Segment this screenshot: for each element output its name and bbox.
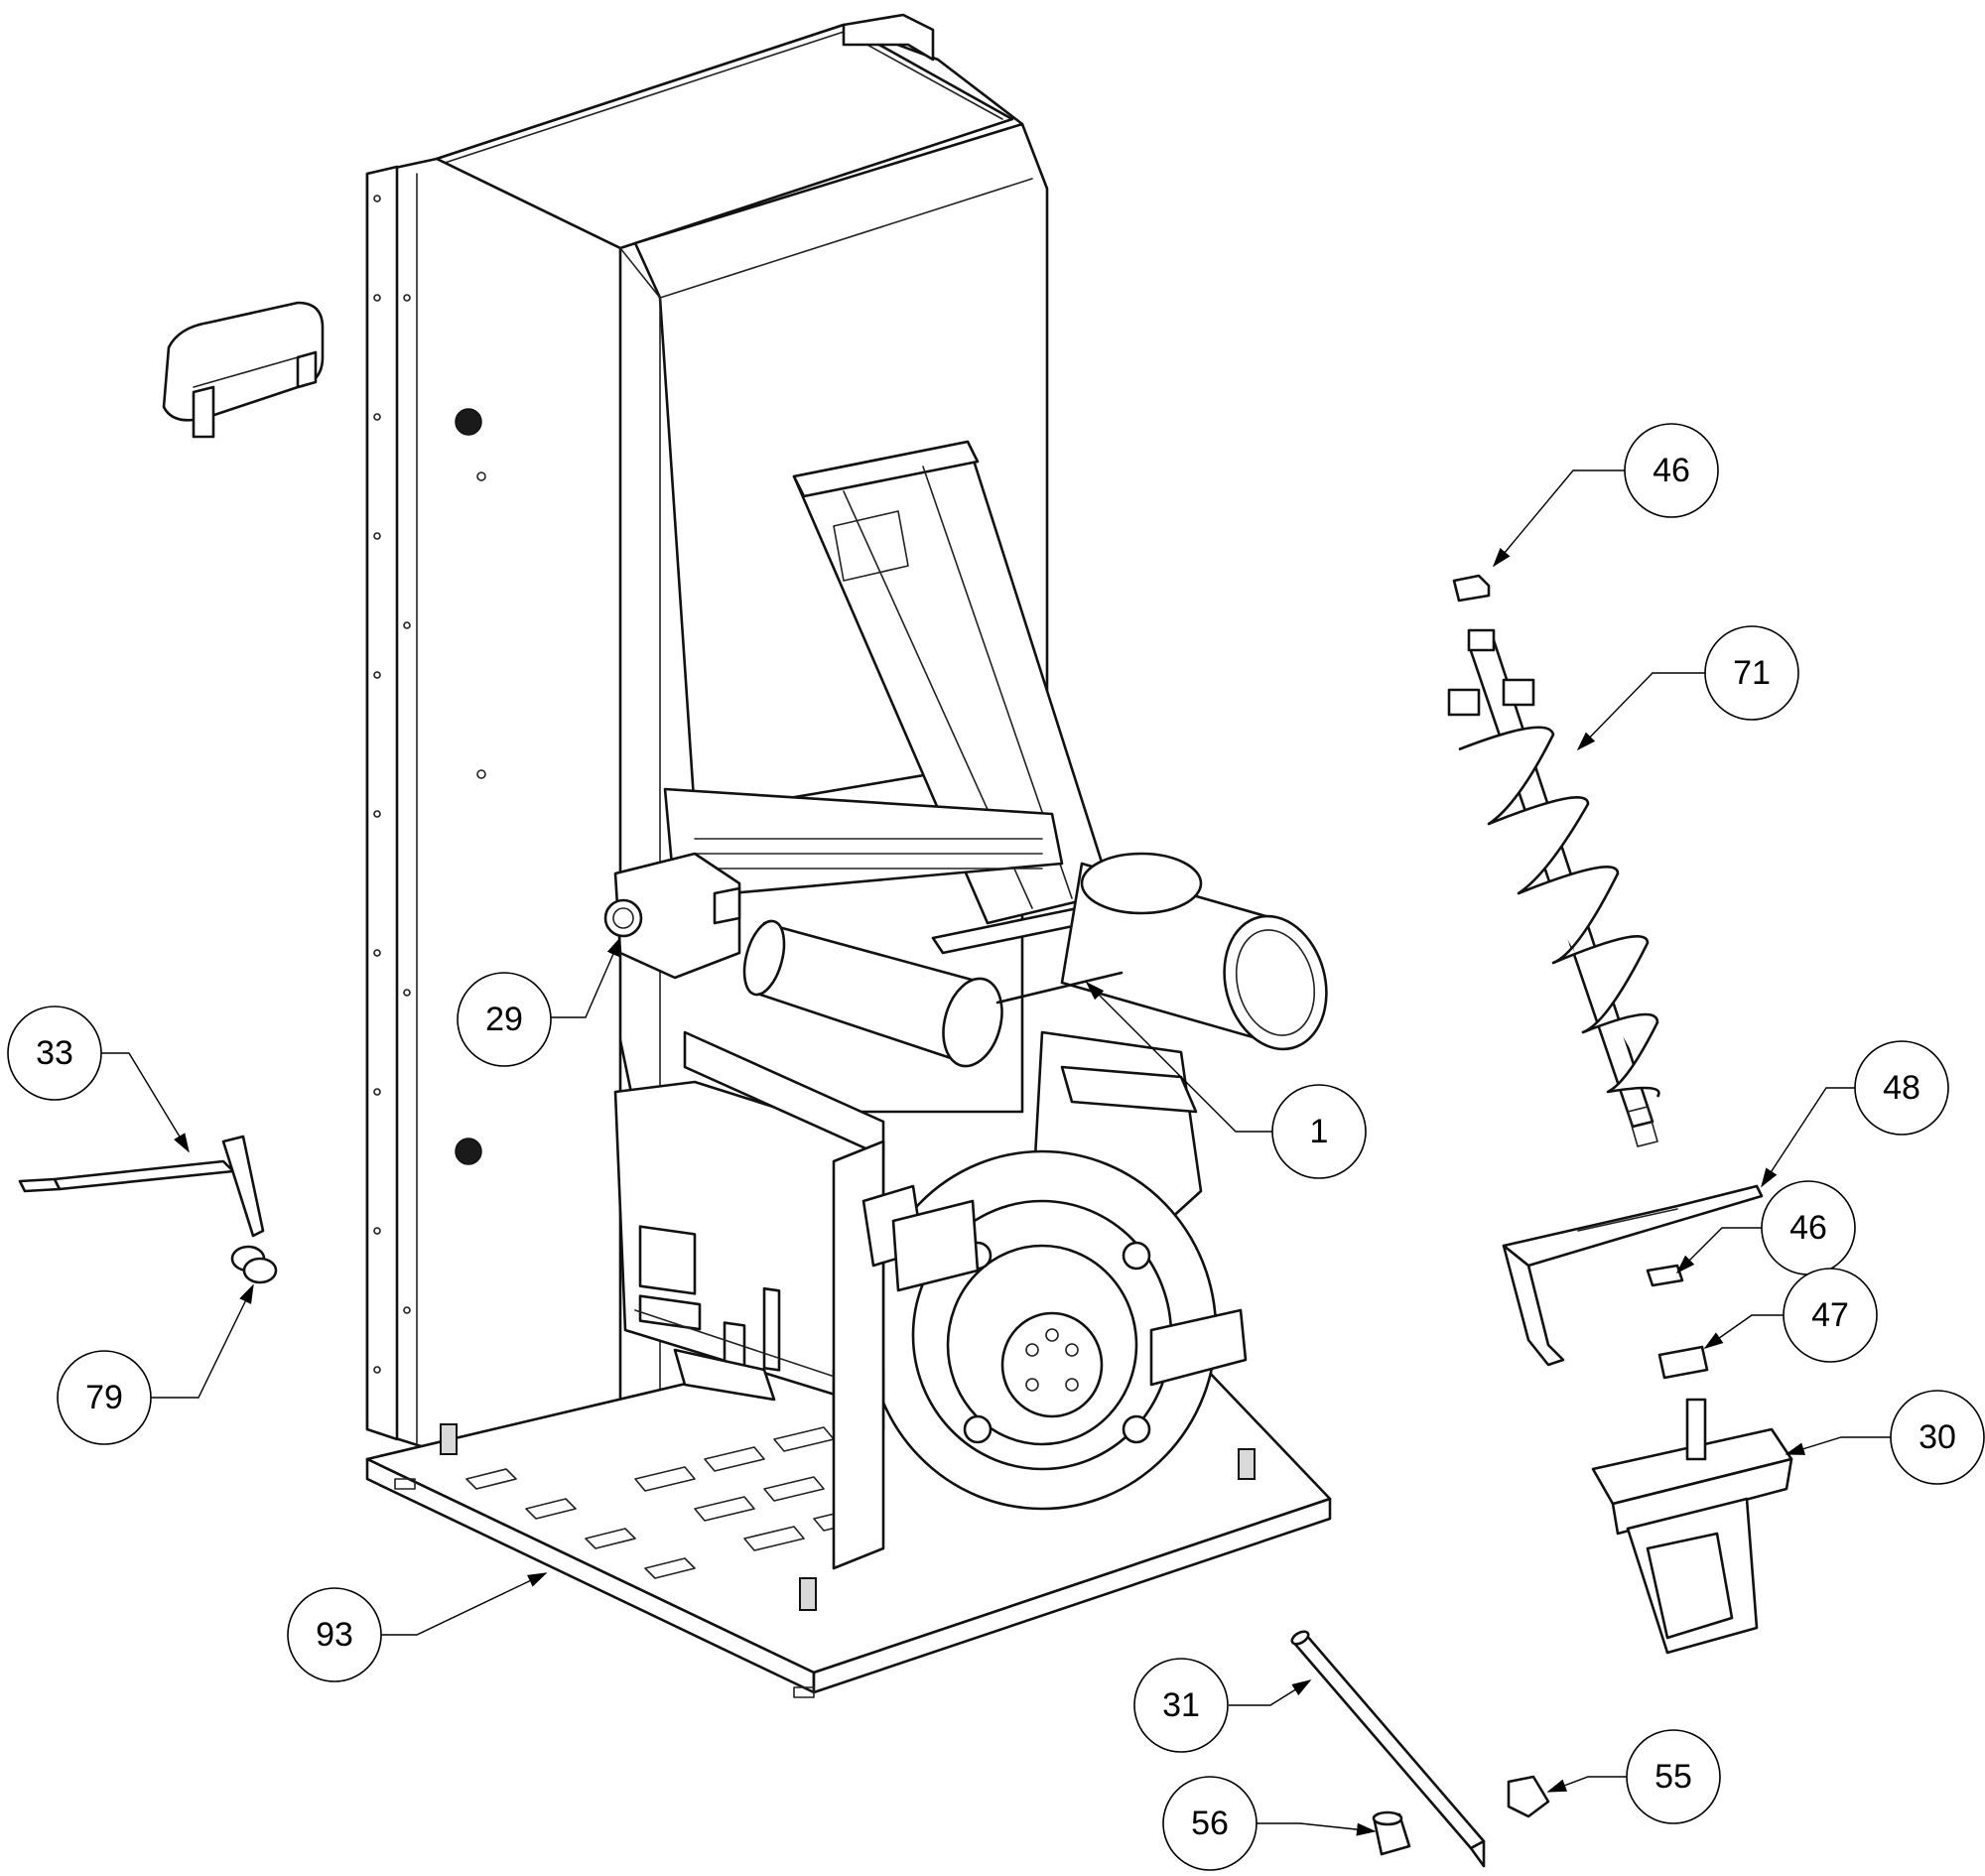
rubber-grommet-upper xyxy=(455,408,482,436)
part-47-bushing xyxy=(1657,1345,1709,1380)
callout-label: 55 xyxy=(1654,1758,1692,1796)
callout-label: 30 xyxy=(1919,1418,1956,1456)
callout-label: 71 xyxy=(1733,654,1771,692)
callout-48: 48 xyxy=(1854,1040,1949,1136)
callout-label: 33 xyxy=(36,1034,73,1072)
burner-pot xyxy=(663,787,1064,900)
base-vent-slots xyxy=(465,1426,874,1579)
control-board xyxy=(613,1030,980,1570)
callout-47: 47 xyxy=(1783,1268,1878,1363)
cover-plate-loose xyxy=(162,301,325,439)
callout-1: 1 xyxy=(1271,1084,1367,1179)
callout-label: 31 xyxy=(1162,1686,1200,1724)
callout-label: 47 xyxy=(1811,1296,1849,1334)
adjustable-feet xyxy=(394,1423,1256,1698)
callout-label: 46 xyxy=(1789,1209,1827,1247)
part-48-bearing-plate xyxy=(1502,1184,1764,1367)
callout-label: 56 xyxy=(1191,1805,1229,1842)
leader-lines xyxy=(101,469,1891,1836)
callout-46-top: 46 xyxy=(1624,423,1719,518)
part-31-rod xyxy=(1290,1630,1486,1868)
callout-label: 1 xyxy=(1310,1113,1329,1150)
exhaust-duct-left xyxy=(742,919,1003,1068)
callout-56: 56 xyxy=(1162,1776,1257,1871)
callout-label: 29 xyxy=(485,1001,523,1038)
part-56-bushing xyxy=(1372,1810,1411,1856)
callout-33: 33 xyxy=(7,1005,102,1101)
part-55-clip xyxy=(1507,1775,1550,1818)
part-33-bracket xyxy=(18,1135,265,1238)
callout-label: 93 xyxy=(316,1616,353,1654)
callout-label: 48 xyxy=(1883,1069,1920,1107)
callout-31: 31 xyxy=(1133,1658,1229,1753)
callout-71: 71 xyxy=(1704,625,1799,721)
exhaust-elbow-right xyxy=(1060,852,1328,1051)
part-46-cap-upper xyxy=(1452,574,1491,603)
callout-79: 79 xyxy=(57,1350,152,1445)
part-79-knob xyxy=(230,1245,278,1284)
rubber-grommet-lower xyxy=(455,1138,482,1165)
callout-93: 93 xyxy=(287,1587,382,1682)
frame-holes xyxy=(373,195,486,1374)
temperature-probe xyxy=(995,971,1124,1005)
callout-29: 29 xyxy=(457,972,552,1067)
auger-tube xyxy=(792,440,1114,955)
callout-label: 79 xyxy=(85,1379,123,1416)
callout-55: 55 xyxy=(1626,1729,1721,1824)
callout-30: 30 xyxy=(1890,1390,1985,1485)
callout-label: 46 xyxy=(1653,452,1690,489)
appliance-body xyxy=(365,13,1049,1511)
part-46-cap-lower xyxy=(1646,1264,1684,1287)
part-30-gear-motor xyxy=(1591,1398,1793,1655)
part-71-auger-screw xyxy=(1447,628,1660,1147)
callout-46-middle: 46 xyxy=(1761,1180,1856,1275)
